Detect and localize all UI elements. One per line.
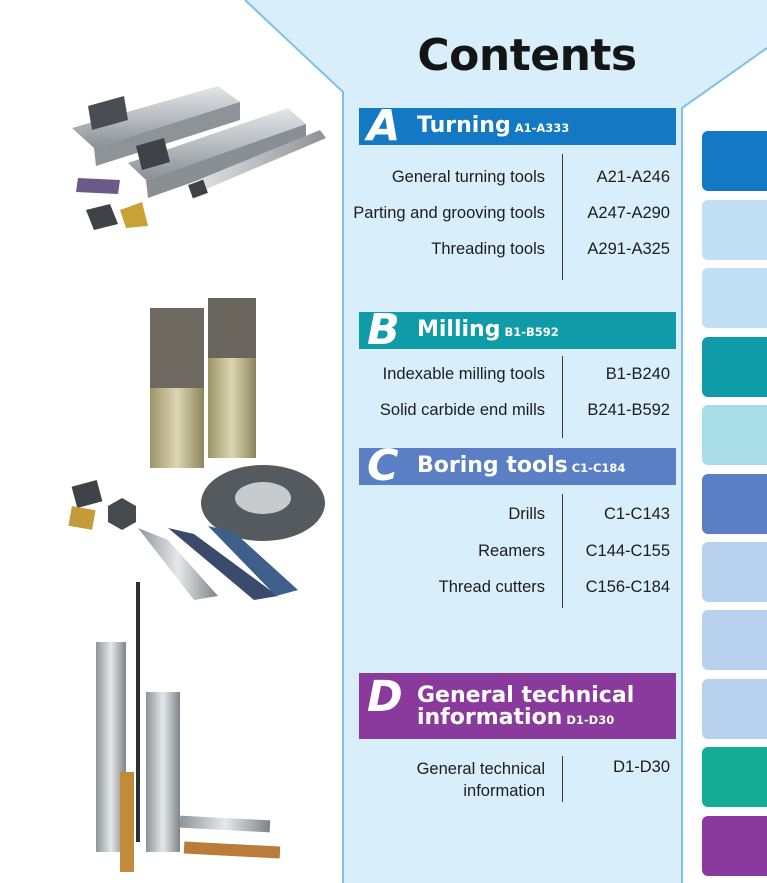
row-general-technical-information-pages: D1-D30 [613,758,670,776]
row-parting-grooving-tools[interactable]: Parting and grooving tools [353,204,545,222]
side-tab-c[interactable] [702,474,767,534]
turning-tools-photo [72,86,326,230]
row-thread-cutters[interactable]: Thread cutters [438,578,545,596]
side-tab-b[interactable] [702,337,767,397]
section-a-letter: A [367,108,401,145]
section-d-letter: D [367,673,403,722]
row-drills[interactable]: Drills [508,505,545,523]
row-general-turning-tools-pages: A21-A246 [596,168,670,186]
side-tab-a-3[interactable] [702,268,767,328]
section-b-range: B1-B592 [504,325,559,339]
section-d-title-line1: General technical [417,683,635,708]
row-parting-grooving-tools-pages: A247-A290 [587,204,670,222]
row-reamers[interactable]: Reamers [478,542,545,560]
section-b-letter: B [367,312,400,349]
side-tab-a-2[interactable] [702,200,767,260]
side-tab-a[interactable] [702,131,767,191]
section-c-title: Boring tools [417,453,568,478]
section-a-divider [562,154,563,280]
side-tab-b-2[interactable] [702,405,767,465]
row-general-turning-tools[interactable]: General turning tools [391,168,545,186]
section-b-title: Milling [417,317,501,342]
drills-photo [96,582,281,872]
milling-tools-photo [68,298,325,600]
section-a-title: Turning [417,113,511,138]
section-b-divider [562,356,563,438]
section-d-range: D1-D30 [566,713,615,727]
side-tab-c-2[interactable] [702,542,767,602]
row-thread-cutters-pages: C156-C184 [585,578,670,596]
row-general-technical-information[interactable]: General technical information [417,758,545,802]
side-tab-c-3[interactable] [702,610,767,670]
side-tab-d-2[interactable] [702,816,767,876]
row-indexable-milling-tools[interactable]: Indexable milling tools [382,365,545,383]
row-threading-tools-pages: A291-A325 [587,240,670,258]
section-a-range: A1-A333 [514,121,570,135]
section-d-title-line2: information [417,705,563,730]
row-general-technical-line2: information [463,782,545,800]
row-solid-carbide-end-mills-pages: B241-B592 [587,401,670,419]
row-reamers-pages: C144-C155 [585,542,670,560]
page-title: Contents [417,30,637,81]
row-threading-tools[interactable]: Threading tools [431,240,545,258]
side-tab-c-4[interactable] [702,679,767,739]
side-tab-d[interactable] [702,747,767,807]
row-solid-carbide-end-mills[interactable]: Solid carbide end mills [379,401,545,419]
row-general-technical-line1: General technical [416,760,545,778]
row-indexable-milling-tools-pages: B1-B240 [605,365,670,383]
section-c-range: C1-C184 [571,461,626,475]
row-drills-pages: C1-C143 [603,505,670,523]
section-c-letter: C [367,448,399,485]
section-c-divider [562,494,563,608]
section-d-divider [562,756,563,802]
